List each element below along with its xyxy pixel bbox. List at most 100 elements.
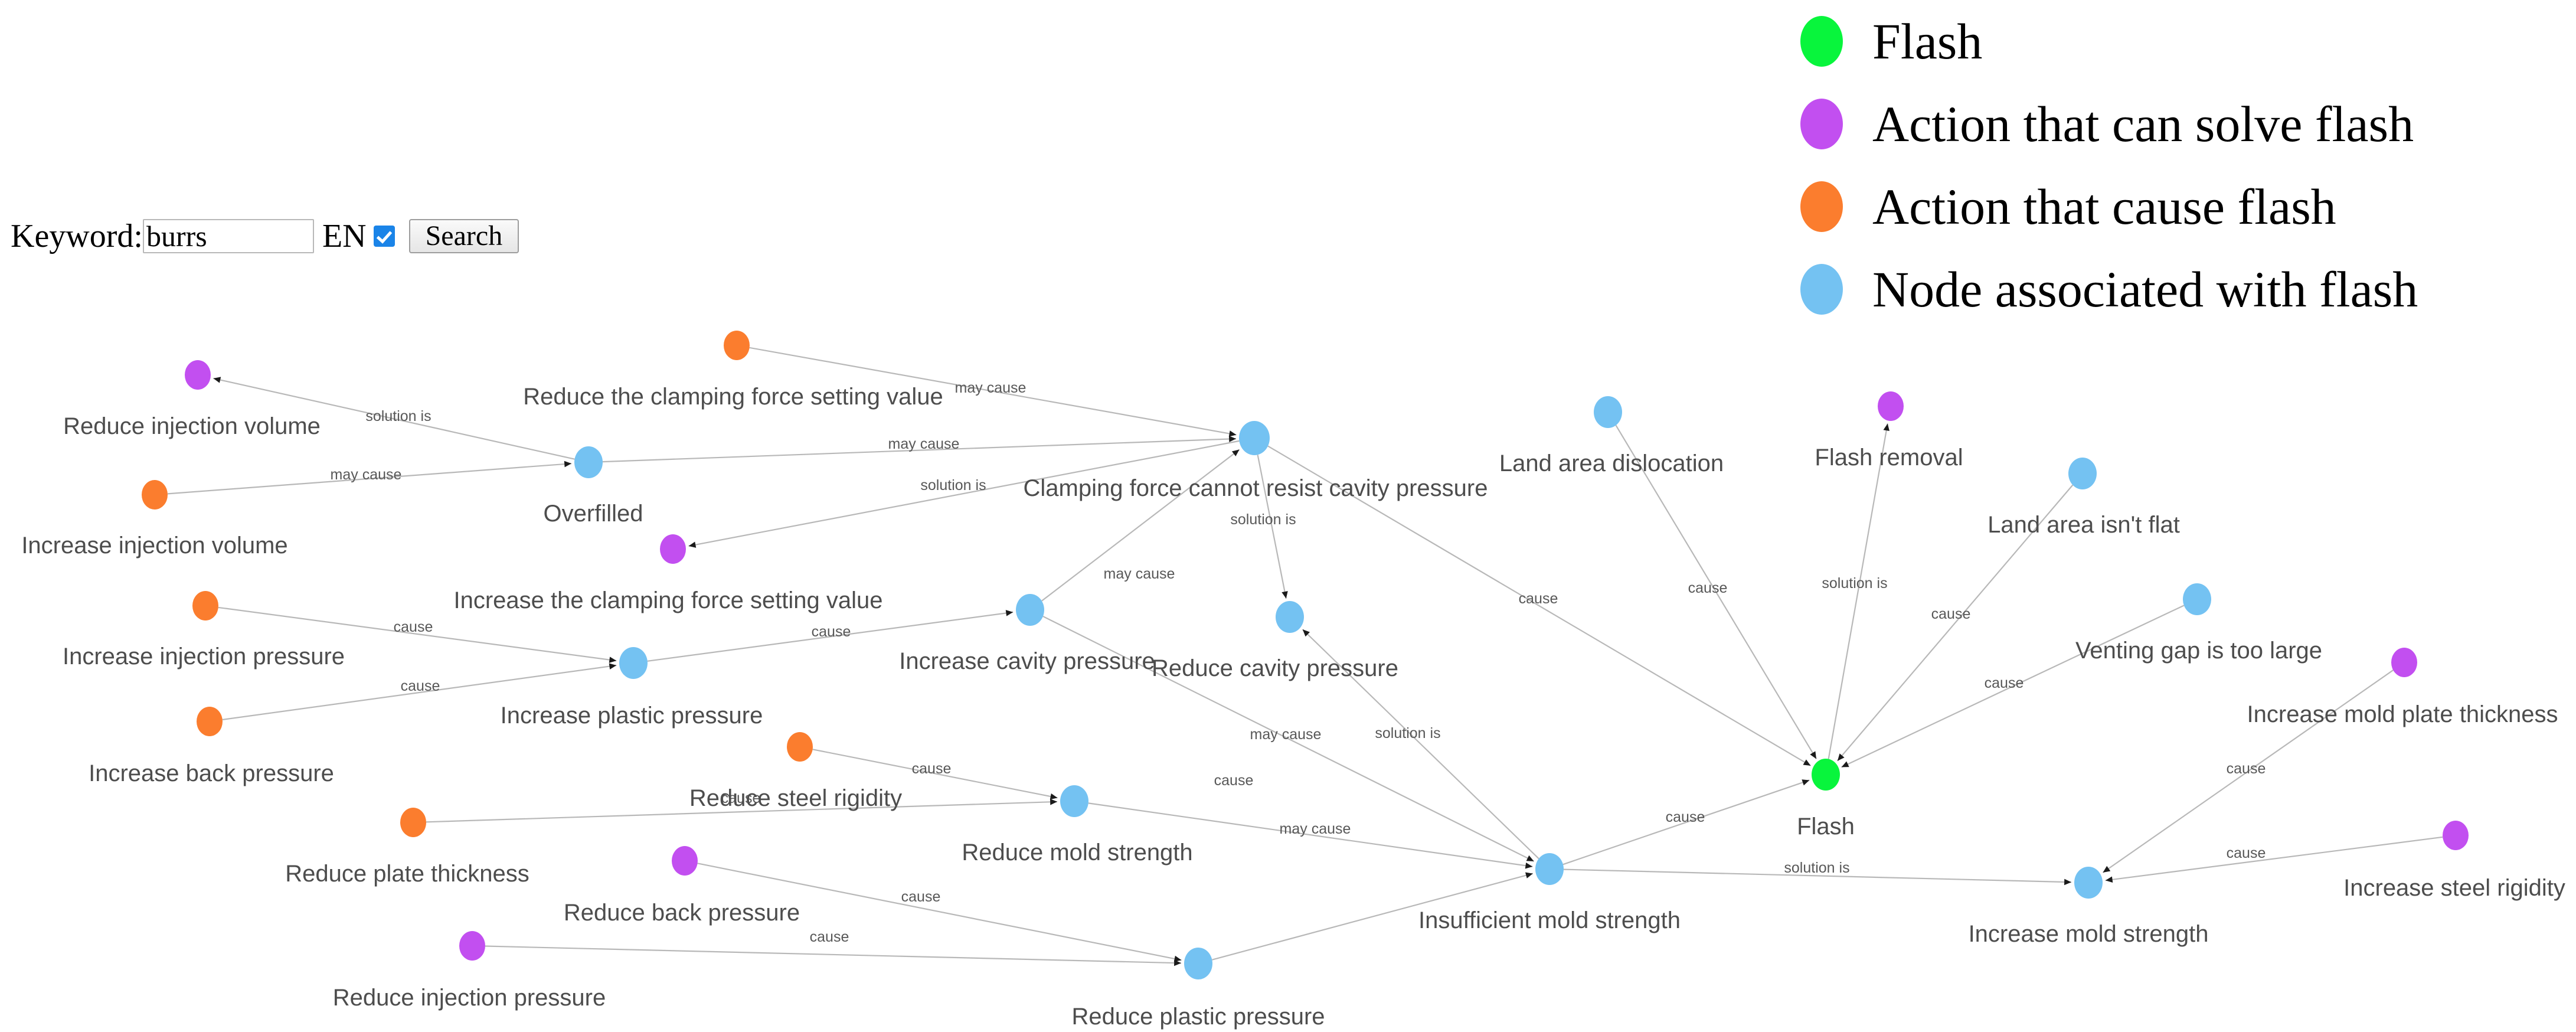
edge-label: solution is bbox=[920, 477, 986, 494]
edge-label: cause bbox=[2227, 845, 2266, 861]
graph-node-clamping-force-cannot-resist[interactable] bbox=[1239, 421, 1270, 455]
graph-node-reduce-mold-strength[interactable] bbox=[1060, 785, 1088, 817]
graph-node-increase-mold-strength[interactable] bbox=[2074, 867, 2103, 899]
graph-node-reduce-injection-pressure[interactable] bbox=[459, 931, 485, 961]
graph-node-increase-steel-rigidity[interactable] bbox=[2443, 821, 2469, 850]
graph-node-label-reduce-clamping-force-setting: Reduce the clamping force setting value bbox=[523, 384, 943, 410]
graph-node-land-area-isnt-flat[interactable] bbox=[2068, 458, 2097, 489]
edge-arrow-icon bbox=[1302, 629, 1310, 637]
graph-node-label-increase-back-pressure: Increase back pressure bbox=[89, 760, 334, 786]
edge-arrow-icon bbox=[1228, 430, 1237, 437]
graph-node-land-area-dislocation[interactable] bbox=[1594, 396, 1622, 428]
graph-edge: may cause bbox=[167, 461, 572, 495]
graph-node-flash[interactable] bbox=[1812, 759, 1840, 791]
edge-label: may cause bbox=[888, 436, 960, 452]
graph-node-label-reduce-cavity-pressure: Reduce cavity pressure bbox=[1152, 655, 1398, 681]
graph-node-reduce-plate-thickness[interactable] bbox=[400, 808, 426, 837]
edge-arrow-icon bbox=[2103, 866, 2111, 873]
graph-node-label-reduce-injection-pressure: Reduce injection pressure bbox=[332, 985, 606, 1011]
graph-edge: solution is bbox=[1230, 455, 1296, 599]
graph-edge: may cause bbox=[749, 347, 1237, 437]
graph-node-label-increase-steel-rigidity: Increase steel rigidity bbox=[2343, 875, 2565, 901]
search-input[interactable] bbox=[142, 219, 314, 253]
graph-node-reduce-injection-volume[interactable] bbox=[185, 360, 211, 390]
edge-label: solution is bbox=[1822, 575, 1887, 592]
edge-label: cause bbox=[901, 889, 941, 905]
graph-node-increase-injection-volume[interactable] bbox=[142, 480, 168, 510]
graph-edge: solution is bbox=[1563, 860, 2072, 886]
search-button[interactable]: Search bbox=[408, 219, 519, 253]
legend-item-flash: Flash bbox=[1785, 0, 2552, 83]
graph-edge: cause bbox=[1837, 484, 2074, 762]
graph-node-label-venting-gap-too-large: Venting gap is too large bbox=[2075, 638, 2323, 664]
graph-node-increase-plastic-pressure[interactable] bbox=[619, 647, 648, 679]
edge-arrow-icon bbox=[1810, 751, 1816, 759]
graph-edge: cause bbox=[812, 749, 1058, 800]
graph-edge: cause bbox=[1615, 424, 1817, 759]
graph-edge: solution is bbox=[1822, 423, 1889, 759]
graph-node-venting-gap-too-large[interactable] bbox=[2183, 583, 2211, 615]
edge-arrow-icon bbox=[1228, 436, 1237, 442]
graph-node-increase-cavity-pressure[interactable] bbox=[1016, 594, 1044, 626]
graph-node-increase-injection-pressure[interactable] bbox=[192, 591, 218, 620]
graph-node-increase-clamping-force-setting[interactable] bbox=[660, 534, 686, 564]
edge-label: cause bbox=[401, 678, 440, 694]
graph-node-label-insufficient-mold-strength: Insufficient mold strength bbox=[1418, 907, 1681, 933]
graph-node-label-reduce-back-pressure: Reduce back pressure bbox=[563, 900, 800, 926]
edge-label: cause bbox=[1666, 809, 1705, 825]
graph-edge: cause bbox=[1841, 605, 2185, 768]
graph-node-label-increase-injection-volume: Increase injection volume bbox=[21, 533, 288, 559]
graph-node-reduce-plastic-pressure[interactable] bbox=[1184, 948, 1212, 979]
language-label: EN bbox=[322, 218, 367, 254]
legend-item-solve: Action that can solve flash bbox=[1785, 83, 2552, 165]
graph-node-label-land-area-dislocation: Land area dislocation bbox=[1499, 450, 1724, 476]
graph-edge: may cause bbox=[1088, 802, 1533, 869]
edge-arrow-icon bbox=[1050, 793, 1058, 800]
legend-item-associated: Node associated with flash bbox=[1785, 248, 2552, 331]
graph-node-reduce-cavity-pressure[interactable] bbox=[1276, 601, 1304, 633]
graph-node-insufficient-mold-strength[interactable] bbox=[1535, 853, 1564, 885]
graph-edge: may cause bbox=[602, 436, 1237, 463]
graph-node-label-reduce-steel-rigidity: Reduce steel rigidity bbox=[689, 785, 903, 811]
graph-node-label-reduce-mold-strength: Reduce mold strength bbox=[962, 840, 1193, 866]
edge-arrow-icon bbox=[213, 377, 221, 383]
edge-arrow-icon bbox=[1803, 759, 1811, 766]
graph-node-reduce-back-pressure[interactable] bbox=[672, 846, 698, 876]
legend: Flash Action that can solve flash Action… bbox=[1785, 0, 2552, 331]
edge-label: solution is bbox=[1784, 860, 1849, 876]
graph-node-label-reduce-injection-volume: Reduce injection volume bbox=[63, 413, 321, 439]
graph-node-label-increase-mold-strength: Increase mold strength bbox=[1968, 921, 2209, 947]
edge-arrow-icon bbox=[609, 663, 617, 670]
edge-arrow-icon bbox=[1173, 955, 1182, 962]
edge-label: cause bbox=[1985, 675, 2024, 691]
graph-node-label-increase-mold-plate-thickness: Increase mold plate thickness bbox=[2247, 701, 2558, 727]
edge-label: cause bbox=[810, 929, 849, 945]
graph-node-increase-mold-plate-thickness[interactable] bbox=[2391, 648, 2417, 677]
graph-node-flash-removal[interactable] bbox=[1878, 391, 1904, 421]
edge-label: cause bbox=[1931, 606, 1971, 622]
graph-node-overfilled[interactable] bbox=[574, 446, 603, 478]
graph-node-reduce-clamping-force-setting[interactable] bbox=[724, 331, 750, 360]
edge-label: solution is bbox=[1230, 511, 1296, 528]
edge-label: solution is bbox=[365, 408, 431, 424]
edge-label: cause bbox=[2227, 760, 2266, 777]
edge-arrow-icon bbox=[2064, 878, 2072, 886]
graph-node-label-increase-injection-pressure: Increase injection pressure bbox=[62, 644, 345, 670]
graph-edge: cause bbox=[1562, 779, 1810, 866]
edge-label: solution is bbox=[1375, 725, 1440, 742]
legend-label-cause: Action that cause flash bbox=[1872, 178, 2336, 235]
graph-edge: may cause bbox=[1042, 615, 1535, 862]
edge-label: cause bbox=[812, 623, 851, 640]
edge-label: may cause bbox=[1280, 821, 1351, 837]
edge-label: cause bbox=[721, 790, 761, 806]
legend-swatch-cause bbox=[1800, 181, 1843, 232]
graph-node-increase-back-pressure[interactable] bbox=[197, 707, 223, 736]
language-checkbox[interactable] bbox=[373, 226, 395, 247]
edge-arrow-icon bbox=[1837, 753, 1845, 761]
edge-arrow-icon bbox=[1883, 423, 1889, 432]
edge-arrow-icon bbox=[2105, 876, 2113, 883]
edge-label: may cause bbox=[1250, 726, 1322, 743]
graph-node-reduce-steel-rigidity[interactable] bbox=[787, 732, 813, 762]
graph-edge: solution is bbox=[213, 377, 575, 460]
